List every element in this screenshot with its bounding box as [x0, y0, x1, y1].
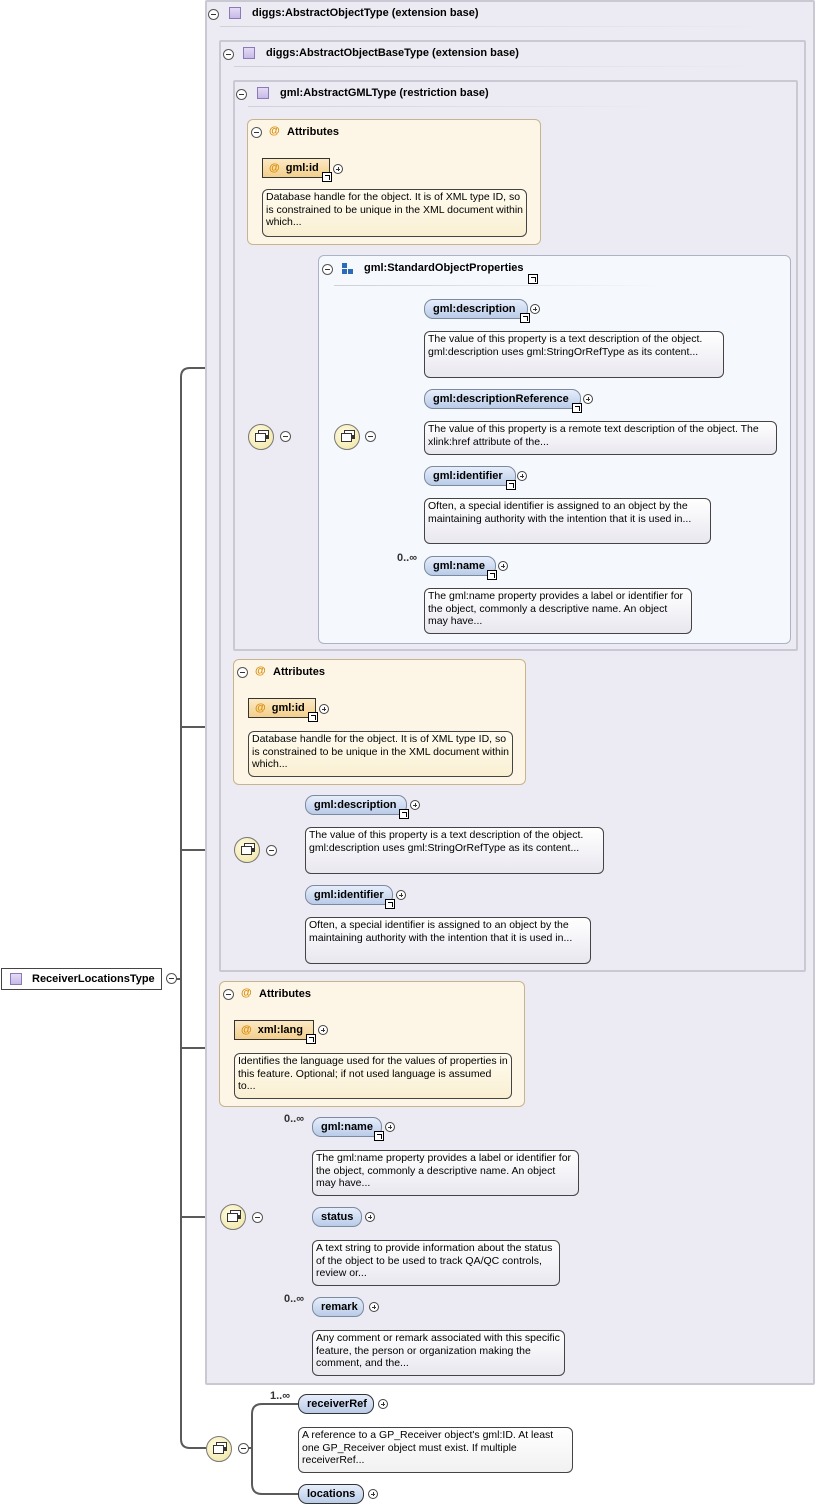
- abstract-object-type-collapse-icon[interactable]: [208, 9, 219, 20]
- receiver-ref-cardinality: 1..∞: [270, 1390, 291, 1402]
- gml-name-cardinality: 0..∞: [397, 552, 418, 564]
- expand-plus-icon[interactable]: [385, 1122, 395, 1132]
- abstract-object-base-type-collapse-icon[interactable]: [223, 49, 234, 60]
- base-gml-description-element[interactable]: gml:description: [305, 795, 407, 815]
- gml-id-attribute[interactable]: @gml:id: [262, 158, 330, 178]
- sequence-icon[interactable]: [248, 424, 274, 450]
- attribute-at-icon: @: [255, 665, 266, 677]
- object-attributes-title: Attributes: [259, 988, 311, 1000]
- reference-arrow-icon[interactable]: [385, 899, 395, 909]
- gml-id-label: gml:id: [285, 162, 319, 174]
- complex-type-icon: [243, 47, 255, 59]
- object-gml-name-cardinality: 0..∞: [284, 1113, 305, 1125]
- sequence-collapse-icon[interactable]: [252, 1212, 263, 1223]
- expand-plus-icon[interactable]: [319, 704, 329, 714]
- status-doc: A text string to provide information abo…: [312, 1240, 560, 1286]
- standard-object-properties-title: gml:StandardObjectProperties: [364, 262, 524, 274]
- sequence-collapse-icon[interactable]: [238, 1443, 249, 1454]
- base-gml-id-doc: Database handle for the object. It is of…: [248, 731, 513, 777]
- receiver-ref-element[interactable]: receiverRef: [298, 1394, 374, 1414]
- root-collapse-icon[interactable]: [166, 973, 177, 984]
- gml-id-doc: Database handle for the object. It is of…: [262, 189, 527, 237]
- expand-plus-icon[interactable]: [498, 561, 508, 571]
- base-gml-identifier-element[interactable]: gml:identifier: [305, 885, 393, 905]
- header-divider: [234, 66, 774, 67]
- sequence-collapse-icon[interactable]: [280, 431, 291, 442]
- reference-arrow-icon[interactable]: [528, 274, 538, 284]
- complex-type-icon: [257, 87, 269, 99]
- locations-element[interactable]: locations: [298, 1484, 364, 1504]
- base-gml-id-label: gml:id: [271, 702, 305, 714]
- xml-lang-label: xml:lang: [257, 1024, 303, 1036]
- base-attributes-collapse-icon[interactable]: [237, 667, 248, 678]
- reference-arrow-icon[interactable]: [572, 403, 582, 413]
- remark-doc: Any comment or remark associated with th…: [312, 1330, 565, 1376]
- reference-arrow-icon[interactable]: [374, 1131, 384, 1141]
- sequence-collapse-icon[interactable]: [266, 845, 277, 856]
- base-attributes-title: Attributes: [273, 666, 325, 678]
- attribute-at-icon: @: [269, 125, 280, 137]
- sequence-icon[interactable]: [220, 1204, 246, 1230]
- status-element[interactable]: status: [312, 1207, 362, 1227]
- sequence-icon[interactable]: [234, 837, 260, 863]
- xml-lang-attribute[interactable]: @xml:lang: [234, 1020, 314, 1040]
- gml-description-reference-element[interactable]: gml:descriptionReference: [424, 389, 581, 409]
- expand-plus-icon[interactable]: [368, 1489, 378, 1499]
- expand-plus-icon[interactable]: [396, 890, 406, 900]
- attribute-at-icon: @: [241, 987, 252, 999]
- abstract-gml-type-collapse-icon[interactable]: [236, 89, 247, 100]
- root-type-label: ReceiverLocationsType: [32, 973, 155, 985]
- base-gml-id-attribute[interactable]: @gml:id: [248, 698, 316, 718]
- object-gml-name-element[interactable]: gml:name: [312, 1117, 382, 1137]
- gml-name-element[interactable]: gml:name: [424, 556, 496, 576]
- expand-plus-icon[interactable]: [530, 304, 540, 314]
- gml-identifier-element[interactable]: gml:identifier: [424, 466, 516, 486]
- expand-plus-icon[interactable]: [378, 1399, 388, 1409]
- header-divider: [220, 26, 780, 27]
- remark-element[interactable]: remark: [312, 1297, 364, 1317]
- expand-plus-icon[interactable]: [517, 471, 527, 481]
- abstract-gml-type-header: gml:AbstractGMLType (restriction base): [280, 87, 489, 99]
- reference-arrow-icon[interactable]: [487, 570, 497, 580]
- gml-identifier-doc: Often, a special identifier is assigned …: [424, 498, 711, 544]
- sequence-icon[interactable]: [206, 1436, 232, 1462]
- reference-arrow-icon[interactable]: [520, 313, 530, 323]
- root-type-node[interactable]: ReceiverLocationsType: [1, 968, 162, 990]
- expand-plus-icon[interactable]: [365, 1212, 375, 1222]
- object-attributes-collapse-icon[interactable]: [223, 989, 234, 1000]
- gml-attributes-title: Attributes: [287, 126, 339, 138]
- gml-name-doc: The gml:name property provides a label o…: [424, 588, 692, 634]
- reference-arrow-icon[interactable]: [308, 712, 318, 722]
- base-gml-description-doc: The value of this property is a text des…: [305, 827, 604, 874]
- reference-arrow-icon[interactable]: [399, 809, 409, 819]
- header-divider: [334, 285, 664, 286]
- complex-type-icon: [229, 7, 241, 19]
- gml-description-element[interactable]: gml:description: [424, 299, 528, 319]
- object-gml-name-doc: The gml:name property provides a label o…: [312, 1150, 579, 1196]
- reference-arrow-icon[interactable]: [506, 480, 516, 490]
- gml-attributes-collapse-icon[interactable]: [251, 127, 262, 138]
- reference-arrow-icon[interactable]: [306, 1034, 316, 1044]
- gml-description-doc: The value of this property is a text des…: [424, 331, 724, 378]
- expand-plus-icon[interactable]: [583, 394, 593, 404]
- xml-lang-doc: Identifies the language used for the val…: [234, 1053, 512, 1099]
- expand-plus-icon[interactable]: [369, 1302, 379, 1312]
- base-gml-identifier-doc: Often, a special identifier is assigned …: [305, 917, 591, 964]
- header-divider: [248, 106, 668, 107]
- expand-plus-icon[interactable]: [410, 800, 420, 810]
- sequence-icon[interactable]: [334, 424, 360, 450]
- receiver-ref-doc: A reference to a GP_Receiver object's gm…: [298, 1427, 573, 1473]
- gml-description-reference-doc: The value of this property is a remote t…: [424, 421, 777, 455]
- reference-arrow-icon[interactable]: [322, 172, 332, 182]
- complex-type-icon: [10, 973, 22, 985]
- sequence-collapse-icon[interactable]: [365, 431, 376, 442]
- abstract-object-base-type-header: diggs:AbstractObjectBaseType (extension …: [266, 47, 519, 59]
- group-collapse-icon[interactable]: [322, 264, 333, 275]
- remark-cardinality: 0..∞: [284, 1293, 305, 1305]
- group-icon: [342, 263, 354, 275]
- abstract-object-type-header: diggs:AbstractObjectType (extension base…: [252, 7, 479, 19]
- expand-plus-icon[interactable]: [333, 164, 343, 174]
- expand-plus-icon[interactable]: [318, 1025, 328, 1035]
